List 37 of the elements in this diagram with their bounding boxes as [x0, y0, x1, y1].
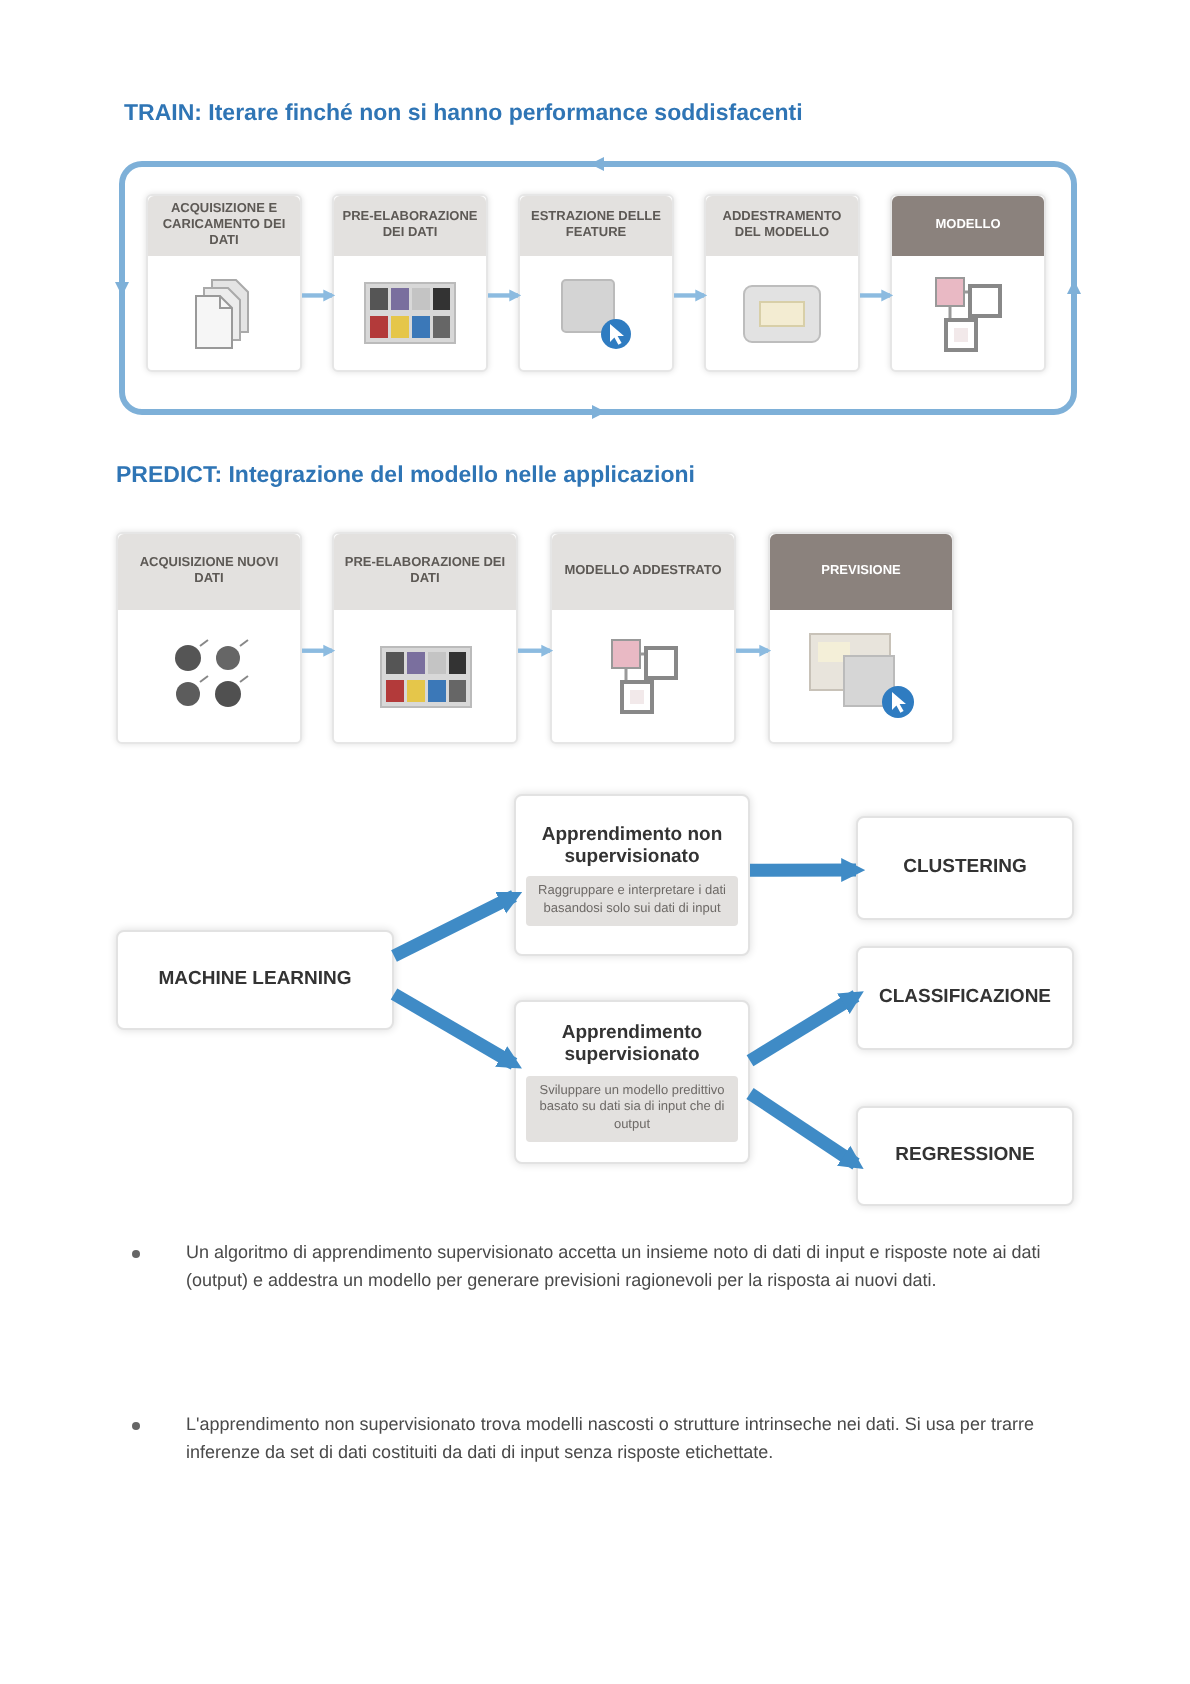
arrow: [860, 289, 894, 302]
arrow: [746, 990, 864, 1067]
result-box: [856, 946, 1074, 1050]
learning-type-box: [514, 794, 750, 956]
arrow: [390, 988, 522, 1070]
root-box: [116, 930, 394, 1030]
step-card: [146, 194, 302, 372]
step-card: [704, 194, 860, 372]
node-heading: Apprendimento supervisionato: [559, 1021, 705, 1068]
node-label: REGRESSIONE: [893, 1144, 1037, 1168]
step-card: [518, 194, 674, 372]
step-card: [768, 532, 954, 744]
arrow: [302, 644, 336, 657]
result-box: [856, 1106, 1074, 1206]
node-label: CLUSTERING: [901, 856, 1029, 880]
arrow: [518, 644, 554, 657]
paragraph: L'apprendimento non supervisionato trova modelli nascosti o strutture intrinseche nei dati. Si usa per trarre inferenze da set di dati costituiti da dati di input senza risposte etichettate.: [186, 1412, 1036, 1466]
arrow: [674, 289, 708, 302]
arrow: [736, 644, 772, 657]
arrow: [750, 858, 866, 883]
arrow: [488, 289, 522, 302]
node-heading: Apprendimento non supervisionato: [539, 823, 725, 869]
section-heading: PREDICT: Integrazione del modello nelle applicazioni: [116, 462, 695, 490]
node-label: MACHINE LEARNING: [156, 968, 354, 992]
step-card: [550, 532, 736, 744]
step-card: [332, 194, 488, 372]
arrow: [391, 890, 523, 962]
step-card: [890, 194, 1046, 372]
result-box: [856, 816, 1074, 920]
step-card: [116, 532, 302, 744]
paragraph: Un algoritmo di apprendimento supervisionato accetta un insieme noto di dati di input e risposte note ai dati (output) e addestra un modello per generare previsioni ragionevoli per la risposta ai nuovi dati.: [186, 1240, 1043, 1294]
section-heading: TRAIN: Iterare finché non si hanno performance soddisfacenti: [124, 100, 803, 128]
node-label: CLASSIFICAZIONE: [876, 986, 1054, 1010]
arrow: [746, 1088, 864, 1170]
arrow: [302, 289, 336, 302]
learning-type-box: [514, 1000, 750, 1164]
step-card: [332, 532, 518, 744]
